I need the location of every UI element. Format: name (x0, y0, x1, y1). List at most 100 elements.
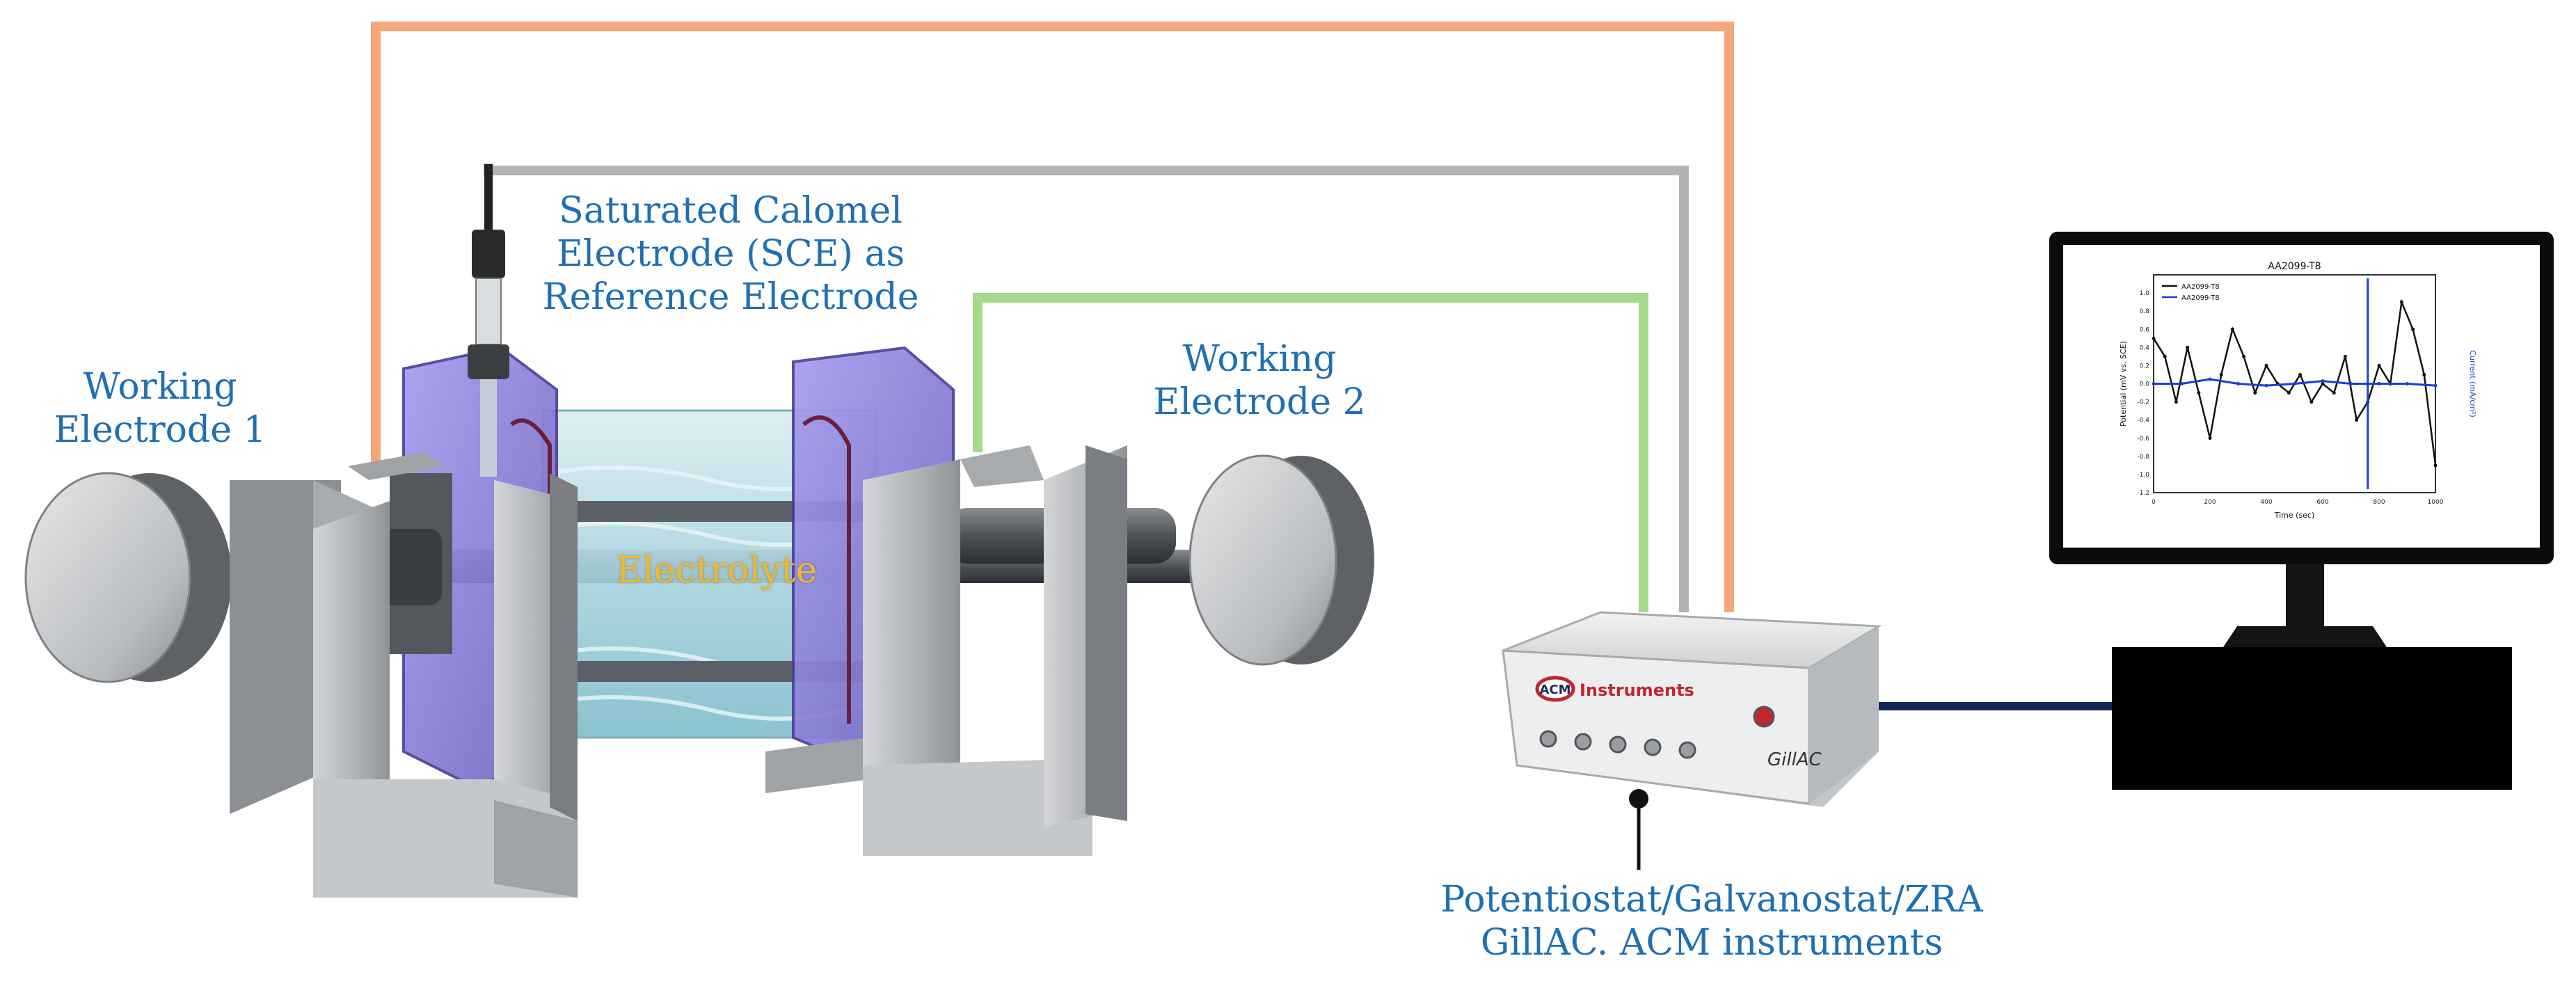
chart-data-point (2422, 372, 2426, 376)
chart-y-tick-label: 0.6 (2140, 326, 2150, 333)
chart-data-point (2433, 463, 2438, 468)
chart-data-point (2411, 327, 2415, 331)
chart-y-tick-label: -0.2 (2137, 399, 2149, 406)
device-brand-text: Instruments (1580, 680, 1694, 700)
chart-data-point (2174, 400, 2178, 404)
chart-data-point (2377, 363, 2381, 367)
monitor-foot (2223, 626, 2387, 647)
bnc-connector-icon[interactable] (1644, 738, 1662, 756)
left-mount-boss (379, 529, 442, 605)
chart-data-point (2343, 354, 2347, 358)
chart-data-point (2264, 383, 2268, 388)
chart-data-point (2264, 363, 2268, 367)
monitor-screen (2063, 245, 2540, 548)
chart-data-point (2298, 372, 2303, 376)
chart-x-label: Time (sec) (2274, 511, 2315, 520)
working-electrode-2-disc (1188, 454, 1374, 666)
bnc-connectors (1539, 730, 1696, 759)
chart-data-point (2377, 382, 2381, 385)
working-electrode-2-label: Working Electrode 2 (1141, 337, 1378, 424)
chart-y-tick-label: -1.2 (2137, 490, 2149, 497)
we2-label-line: Working (1182, 338, 1337, 380)
chart-data-point (2186, 345, 2190, 349)
chart-y-tick-label: -0.8 (2137, 454, 2149, 461)
chart-data-point (2321, 379, 2325, 383)
chart-data-point (2293, 382, 2296, 385)
chart-x-tick-label: 400 (2260, 499, 2272, 506)
instrument-pointer-dot (1629, 789, 1648, 809)
left-oring (510, 418, 552, 724)
sce-reference-electrode (468, 164, 509, 477)
chart-data-point (2180, 382, 2184, 385)
chart-legend-label: AA2099-T8 (2181, 294, 2220, 302)
electrolyte-label: Electrolyte (616, 550, 818, 591)
chart-x-tick-label: 1000 (2428, 499, 2444, 506)
we2-label-line: Electrode 2 (1153, 381, 1366, 423)
instrument-label: Potentiostat/Galvanostat/ZRA GillAC. ACM… (1426, 878, 1997, 964)
acm-logo-icon (1535, 676, 1575, 702)
bnc-connector-icon[interactable] (1574, 733, 1592, 751)
chart-data-point (2433, 383, 2438, 388)
chart-x-tick-label: 200 (2204, 499, 2216, 506)
right-oring (802, 415, 851, 724)
chart-series-line (2154, 378, 2436, 387)
chart-x-tick-label: 800 (2373, 499, 2385, 506)
chart-y-tick-label: 0.0 (2140, 381, 2150, 388)
chart-data-point (2208, 436, 2212, 440)
chart-data-point (2152, 382, 2156, 385)
instrument-label-line: Potentiostat/Galvanostat/ZRA (1440, 879, 1983, 921)
working-electrode-1-label: Working Electrode 1 (42, 365, 278, 452)
bnc-connector-icon[interactable] (1678, 741, 1696, 759)
right-steel-stand (765, 445, 1127, 856)
chart-data-point (2208, 377, 2212, 381)
chart-data-point (2219, 372, 2223, 376)
chart-data-point (2309, 400, 2314, 404)
chart-data-point (2236, 382, 2240, 385)
device-brand: ACM (1539, 683, 1571, 697)
chart-data-point (2287, 391, 2291, 395)
chart-data-point (2230, 327, 2234, 331)
monitor (2049, 232, 2554, 790)
sce-label-line: Reference Electrode (542, 276, 919, 318)
chart-data-point (2321, 382, 2325, 385)
chart-y-tick-label: 1.0 (2140, 290, 2150, 297)
chart-y-tick-label: 0.2 (2140, 363, 2149, 369)
chart-data-point (2197, 391, 2201, 395)
bnc-connector-icon[interactable] (1609, 735, 1627, 754)
chart-data-point (2349, 382, 2353, 385)
power-button-icon[interactable] (1753, 706, 1775, 728)
sce-label-line: Saturated Calomel (559, 190, 903, 232)
chart-x-tick-label: 600 (2316, 499, 2328, 506)
chart-data-point (2163, 354, 2167, 358)
device-model: GillAC (1767, 749, 1822, 770)
chart-x-tick-label: 0 (2152, 499, 2156, 506)
left-steel-stand (230, 452, 578, 898)
chart-y-tick-label: 0.4 (2140, 344, 2150, 351)
working-electrode-1-disc (24, 472, 232, 683)
chart-data-point (2253, 391, 2257, 395)
potentiostat-box: ACM Instruments GillAC (1502, 611, 1883, 807)
instrument-label-line: GillAC. ACM instruments (1480, 922, 1943, 964)
chart-data-point (2242, 354, 2246, 358)
chart-data-point (2332, 391, 2336, 395)
chart-y-label-right: Current (mA/cm²) (2468, 350, 2477, 417)
chart-y-tick-label: -1.0 (2137, 472, 2149, 479)
chart-data-point (2355, 418, 2359, 422)
we1-label-line: Working (83, 366, 237, 408)
chart-legend-label: AA2099-T8 (2181, 283, 2220, 291)
bnc-connector-icon[interactable] (1539, 730, 1557, 748)
chart-y-label-left: Potential (mV vs. SCE) (2119, 341, 2128, 427)
green-wire (973, 293, 1648, 612)
chart-title: AA2099-T8 (2268, 261, 2321, 272)
chart-data-point (2152, 336, 2156, 340)
chart-data-point (2399, 300, 2403, 304)
orange-wire (371, 22, 1734, 612)
chart-y-tick-label: -0.6 (2137, 436, 2149, 443)
monitor-neck (2286, 564, 2324, 627)
sce-label: Saturated Calomel Electrode (SCE) as Ref… (536, 189, 925, 319)
sce-label-line: Electrode (SCE) as (556, 233, 905, 275)
chart-y-tick-label: -0.4 (2137, 417, 2149, 424)
electrochemical-cell (230, 164, 1211, 898)
